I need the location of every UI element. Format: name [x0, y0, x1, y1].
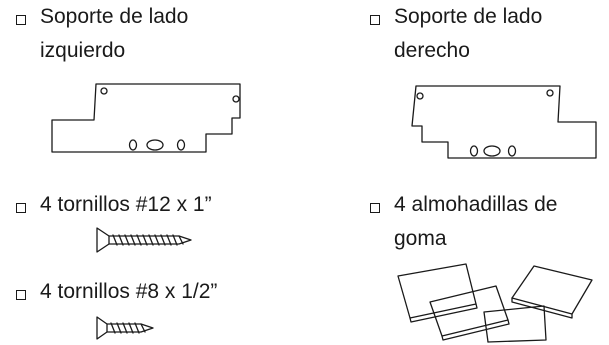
item-label-line2: derecho: [394, 39, 470, 62]
item-label-line1: 4 tornillos #8 x 1/2”: [40, 280, 218, 303]
right-bracket-icon: [411, 85, 597, 159]
item-label-line1: 4 tornillos #12 x 1”: [40, 193, 212, 216]
rubber-pads-icon: [397, 263, 593, 343]
checkbox-short-screws[interactable]: [16, 290, 26, 300]
checkbox-long-screws[interactable]: [16, 203, 26, 213]
checkbox-right-bracket[interactable]: [370, 15, 380, 25]
item-label-line2: izquierdo: [40, 39, 126, 62]
checkbox-left-bracket[interactable]: [16, 15, 26, 25]
item-label-line1: 4 almohadillas de: [394, 193, 558, 216]
checkbox-rubber-pads[interactable]: [370, 203, 380, 213]
item-label-line1: Soporte de lado: [40, 5, 189, 28]
left-bracket-icon: [51, 83, 241, 153]
long-screw-icon: [96, 227, 192, 253]
item-label-line1: Soporte de lado: [394, 5, 543, 28]
short-screw-icon: [96, 316, 154, 340]
item-label-line2: goma: [394, 227, 447, 250]
